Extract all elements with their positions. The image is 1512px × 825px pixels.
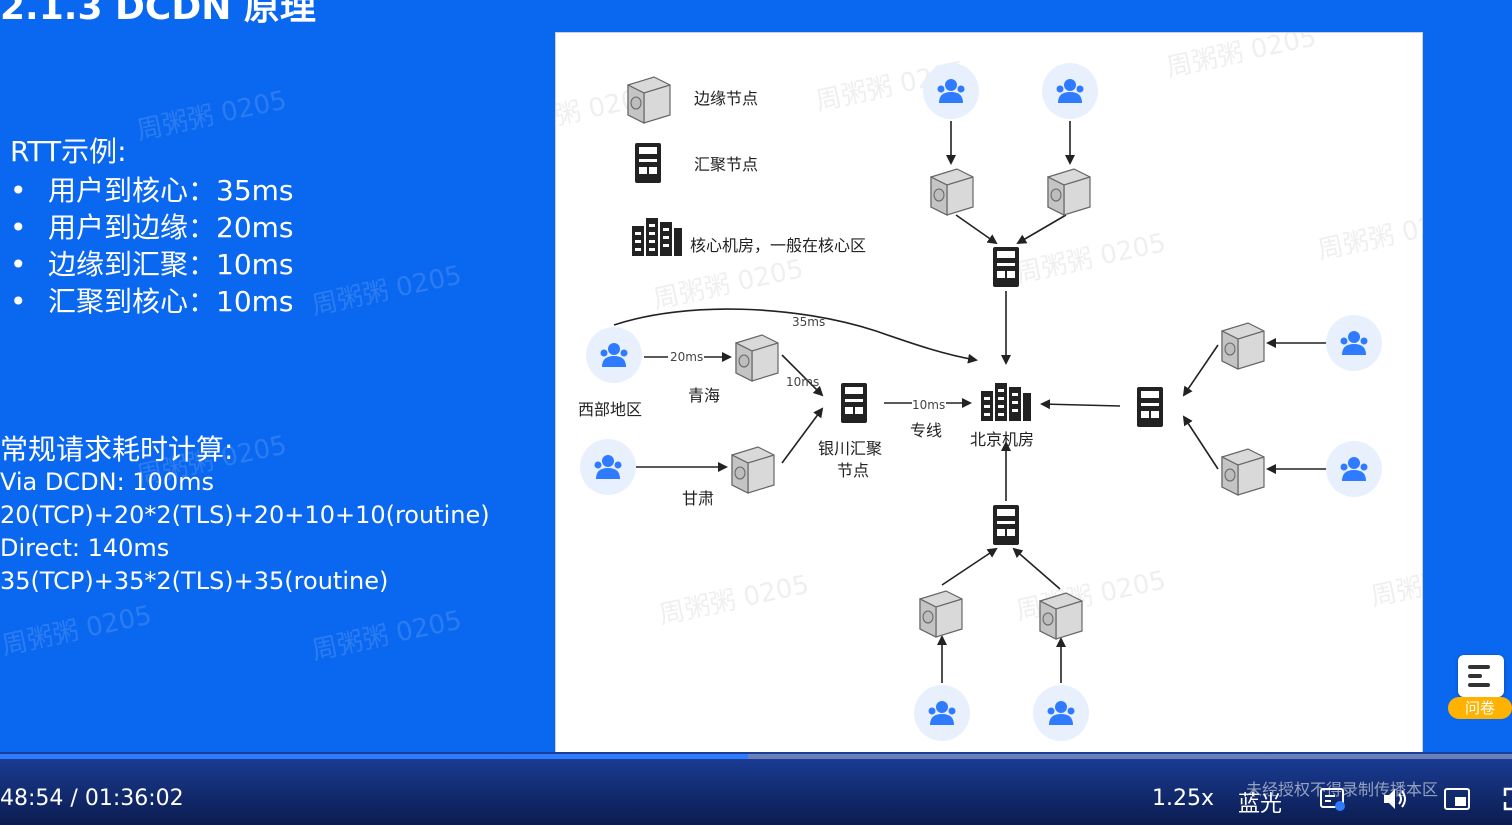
watermark: 周粥粥 0205 [1013, 566, 1168, 627]
current-time: 48:54 [0, 786, 64, 811]
calc-heading: 常规请求耗时计算: [0, 433, 234, 466]
calc-line: Via DCDN: 100ms [0, 468, 214, 496]
aggregation-node-icon [993, 247, 1019, 287]
watermark: 周粥粥 0205 [1164, 33, 1319, 83]
diagram-watermarks: 周粥粥 0205 周粥粥 0205 周粥粥 0205 周粥粥 0205 周粥粥 … [556, 33, 1424, 631]
watermark: 周粥粥 0205 [1013, 228, 1168, 289]
survey-button[interactable]: 问卷 [1448, 655, 1512, 719]
slide: 2.1.3 DCDN 原理 RTT示例: •用户到核心：35ms •用户到边缘：… [0, 0, 1512, 757]
watermark: 周粥粥 0205 [651, 254, 806, 315]
user-icon [586, 327, 642, 383]
picture-in-picture-icon[interactable] [1442, 784, 1472, 814]
watermark: 周粥粥 0205 [656, 570, 811, 631]
user-icon [1326, 441, 1382, 497]
label-qinghai: 青海 [688, 386, 720, 405]
edge-node-icon [919, 590, 963, 638]
progress-fill [0, 754, 749, 759]
volume-icon[interactable] [1380, 784, 1410, 814]
legend-edge-label: 边缘节点 [694, 89, 758, 108]
legend-aggregation-icon [635, 143, 661, 183]
latency-label: 10ms [786, 375, 819, 389]
slide-title: 2.1.3 DCDN 原理 [0, 0, 316, 28]
fullscreen-icon[interactable] [1496, 784, 1512, 814]
calc-line: 20(TCP)+20*2(TLS)+20+10+10(routine) [0, 501, 490, 529]
rtt-item: •用户到边缘：20ms [10, 211, 294, 244]
latency-label: 10ms [912, 398, 945, 412]
rtt-list: •用户到核心：35ms •用户到边缘：20ms •边缘到汇聚：10ms •汇聚到… [10, 172, 294, 320]
label-yinchuan: 节点 [837, 461, 869, 480]
rtt-item: •用户到核心：35ms [10, 174, 294, 207]
watermark: 周粥粥 0205 [0, 600, 155, 662]
aggregation-node-icon [1137, 387, 1163, 427]
time-display: 48:54 / 01:36:02 [0, 786, 184, 811]
label-beijing: 北京机房 [970, 430, 1034, 449]
edge-node-icon [1221, 448, 1265, 496]
watermark: 周粥粥 0205 [1368, 551, 1424, 612]
user-icon [1042, 63, 1098, 119]
watermark: 周粥粥 0205 [1315, 205, 1424, 266]
legend-core-icon [632, 218, 682, 256]
watermark: 周粥粥 0205 [309, 260, 465, 322]
edge-node-icon [1047, 168, 1091, 216]
survey-icon [1458, 655, 1504, 697]
legend-edge-icon [627, 76, 671, 124]
user-icon [1033, 685, 1089, 741]
calc-line: 35(TCP)+35*2(TLS)+35(routine) [0, 567, 389, 595]
rtt-item: •汇聚到核心：10ms [10, 285, 294, 318]
diagram-panel: 周粥粥 0205 周粥粥 0205 周粥粥 0205 周粥粥 0205 周粥粥 … [555, 32, 1424, 757]
speed-button[interactable]: 1.25x [1152, 786, 1215, 811]
edge-node-icon [731, 446, 775, 494]
survey-label: 问卷 [1448, 697, 1512, 719]
user-icon [914, 685, 970, 741]
core-datacenter-icon [981, 383, 1031, 421]
user-icon [923, 63, 979, 119]
progress-bar[interactable] [0, 754, 1512, 759]
edge-node-icon [735, 334, 779, 382]
duration: 01:36:02 [84, 786, 184, 811]
latency-label: 20ms [670, 350, 703, 364]
rtt-heading: RTT示例: [10, 135, 127, 168]
calc-line: Direct: 140ms [0, 534, 170, 562]
edge-node-icon [1039, 592, 1083, 640]
user-icon [1326, 315, 1382, 371]
label-west: 西部地区 [578, 400, 642, 419]
legend-aggregation-label: 汇聚节点 [694, 155, 758, 174]
quality-button[interactable]: 蓝光 [1238, 792, 1283, 817]
edge-node-icon [1221, 322, 1265, 370]
dcdn-diagram: 周粥粥 0205 周粥粥 0205 周粥粥 0205 周粥粥 0205 周粥粥 … [556, 33, 1424, 741]
edge-node-icon [930, 168, 974, 216]
rtt-item: •边缘到汇聚：10ms [10, 248, 294, 281]
label-dedicated-line: 专线 [910, 421, 942, 440]
label-gansu: 甘肃 [682, 489, 714, 508]
subtitle-icon[interactable] [1318, 784, 1348, 814]
aggregation-node-icon [841, 383, 867, 423]
video-player-controls: 48:54 / 01:36:02 未经授权不得录制传播本区 1.25x 蓝光 [0, 752, 1512, 825]
user-icon [580, 439, 636, 495]
aggregation-node-icon [993, 505, 1019, 545]
time-separator: / [70, 786, 78, 811]
legend-core-label: 核心机房，一般在核心区 [690, 236, 866, 255]
latency-label: 35ms [792, 315, 825, 329]
label-yinchuan: 银川汇聚 [818, 439, 882, 458]
watermark: 周粥粥 0205 [309, 605, 465, 667]
watermark: 周粥粥 0205 [134, 85, 290, 147]
